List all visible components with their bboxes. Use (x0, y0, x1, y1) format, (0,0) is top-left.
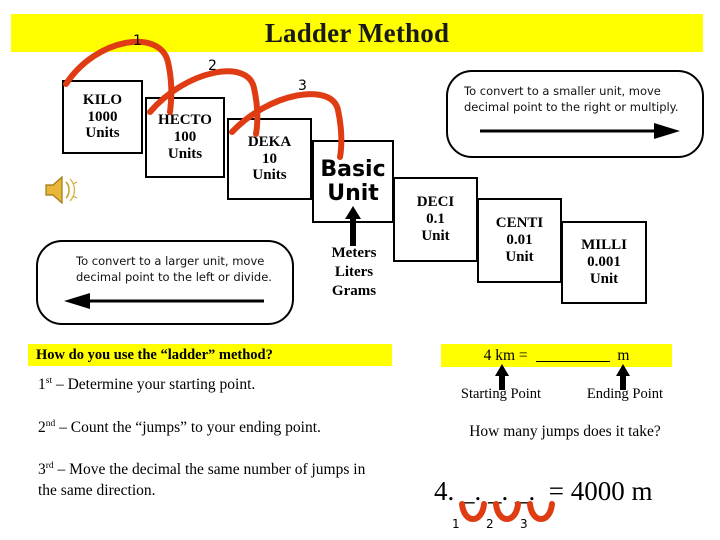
step-unit: Units (252, 167, 287, 184)
example-equation: 4 km = m (441, 344, 672, 367)
instruction-step-2-text: – Count the “jumps” to your ending point… (55, 419, 321, 437)
callout-larger-text: To convert to a larger unit, move decima… (76, 254, 282, 286)
ladder-step-milli[interactable]: MILLI 0.001 Unit (561, 221, 647, 304)
example-answer-jump-arcs: 1 2 3 (452, 501, 555, 531)
instruction-step-1: 1st – Determine your starting point. (38, 375, 398, 396)
step-name: CENTI (495, 215, 544, 232)
instruction-step-1-text: – Determine your starting point. (52, 376, 256, 394)
example-equation-suffix: m (613, 346, 630, 364)
svg-text:3: 3 (520, 517, 528, 531)
svg-text:1: 1 (452, 517, 460, 531)
basic-unit-meters: Meters (331, 245, 377, 261)
basic-unit-grams: Grams (331, 283, 377, 300)
step-value: 10 (262, 150, 277, 167)
example-answer-row: 4. _. _. _. = 4000 m 1 2 3 (434, 478, 714, 538)
speaker-icon[interactable] (40, 170, 84, 210)
example-answer-text: 4. _. _. _. = 4000 m (434, 478, 652, 505)
page-title: Ladder Method (264, 17, 450, 48)
example-pointer-arrows (495, 364, 630, 390)
step-unit: Units (167, 145, 203, 162)
step-name: Basic (320, 156, 386, 182)
step-name: KILO (82, 91, 123, 108)
arrow-left-icon (64, 293, 264, 309)
basic-unit-up-arrow-icon (345, 206, 361, 246)
instruction-step-3: 3rd – Move the decimal the same number o… (38, 460, 388, 501)
step-name: HECTO (158, 112, 212, 129)
jump-number-1: 1 (133, 33, 142, 49)
example-equation-prefix: 4 km = (483, 346, 532, 364)
basic-unit-name-list: Meters Liters Grams (312, 244, 396, 302)
callout-convert-smaller: To convert to a smaller unit, move decim… (446, 70, 704, 158)
basic-unit-liters: Liters (334, 264, 374, 281)
step-value: 1000 (87, 108, 118, 125)
arrow-right-icon (480, 123, 680, 139)
example-equation-blank[interactable] (535, 349, 610, 362)
example-answer-equals: = 4000 m (548, 476, 653, 506)
callout-smaller-line1: To convert to a smaller unit, move (464, 84, 661, 98)
instruction-step-2: 2nd – Count the “jumps” to your ending p… (38, 418, 408, 439)
step-name: DECI (416, 194, 455, 211)
instruction-step-3-text: – Move the decimal the same number of ju… (38, 461, 366, 499)
ladder-step-deka[interactable]: DEKA 10 Units (227, 118, 312, 200)
callout-convert-larger: To convert to a larger unit, move decima… (36, 240, 294, 325)
instruction-step-1-ordinal: 1 (38, 376, 46, 394)
instruction-step-3-suffix: rd (45, 461, 54, 471)
callout-smaller-text: To convert to a smaller unit, move decim… (464, 84, 692, 116)
step-unit: Unit (421, 227, 450, 244)
instruction-step-2-ordinal: 2 (38, 419, 46, 437)
step-value: Unit (327, 180, 379, 206)
instructions-heading: How do you use the “ladder” method? (36, 347, 273, 363)
svg-text:2: 2 (486, 517, 494, 531)
callout-smaller-line2: decimal point to the right or multiply. (464, 99, 679, 114)
example-ending-point-label: Ending Point (586, 386, 664, 402)
callout-larger-line2: decimal point to the left or divide. (76, 269, 272, 284)
step-unit: Units (85, 125, 120, 142)
callout-larger-line1: To convert to a larger unit, move (76, 254, 265, 268)
example-answer-decimal: 4. _. _. _. (434, 476, 536, 506)
step-unit: Unit (505, 248, 534, 265)
step-value: 0.001 (587, 254, 621, 271)
ladder-step-deci[interactable]: DECI 0.1 Unit (393, 177, 478, 262)
example-equation-highlight (441, 344, 672, 367)
step-value: 100 (173, 129, 197, 146)
step-name: DEKA (247, 133, 292, 150)
instruction-step-2-suffix: nd (45, 419, 56, 429)
ladder-step-kilo[interactable]: KILO 1000 Units (62, 80, 143, 154)
step-value: 0.1 (426, 211, 445, 228)
jump-number-3: 3 (298, 78, 307, 94)
step-name: MILLI (581, 237, 627, 254)
example-jumps-question: How many jumps does it take? (469, 423, 661, 440)
example-starting-point-label: Starting Point (460, 386, 542, 402)
instruction-step-1-suffix: st (45, 376, 53, 386)
instruction-step-3-ordinal: 3 (38, 461, 46, 479)
step-unit: Unit (589, 270, 619, 287)
instructions-heading-highlight (28, 344, 392, 366)
ladder-step-hecto[interactable]: HECTO 100 Units (145, 97, 225, 178)
ladder-step-centi[interactable]: CENTI 0.01 Unit (477, 198, 562, 283)
step-value: 0.01 (506, 232, 533, 249)
jump-number-2: 2 (208, 58, 217, 74)
